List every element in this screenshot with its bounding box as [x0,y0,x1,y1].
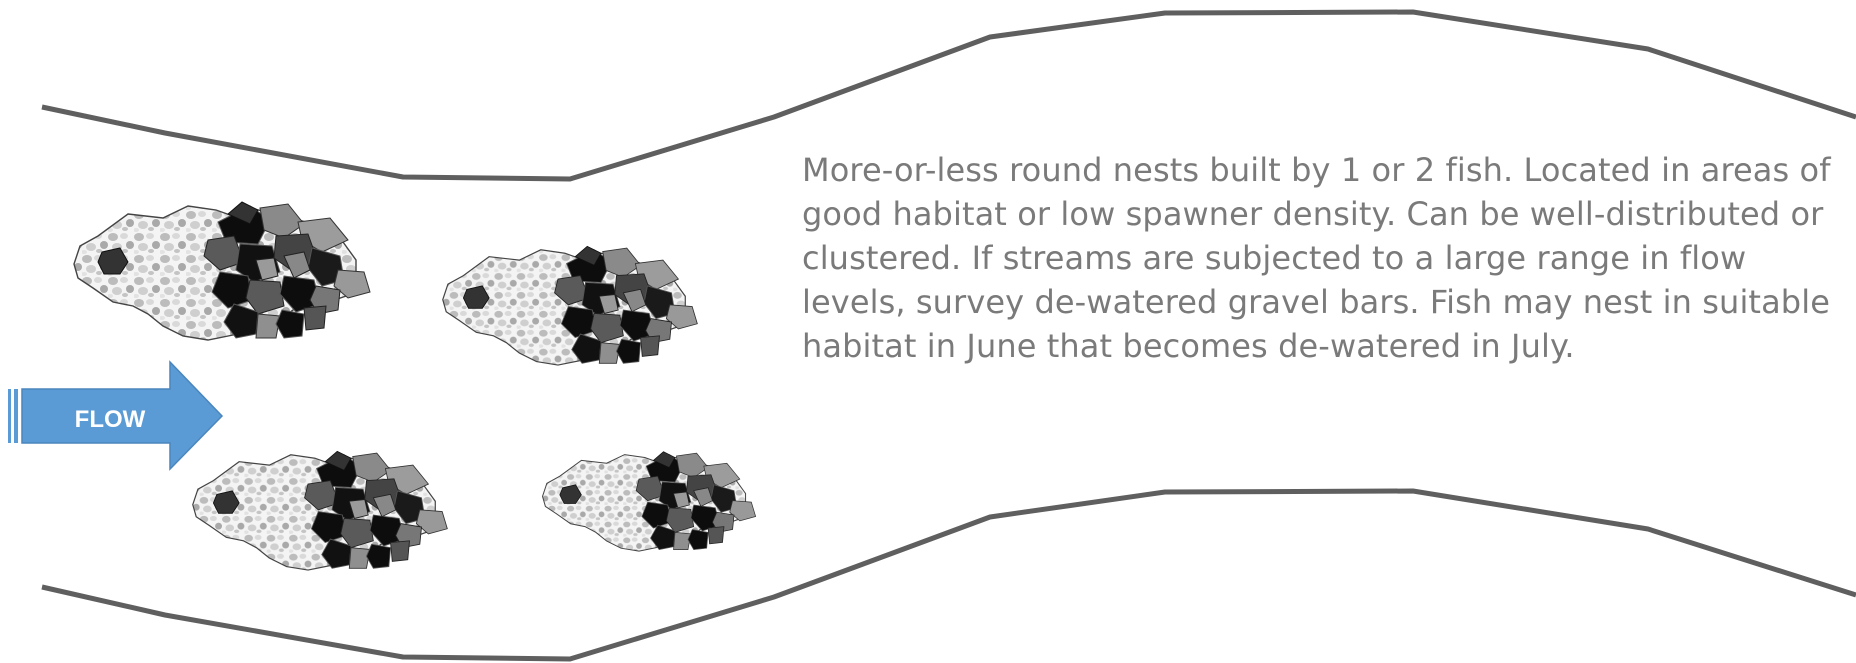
upper-stream-bank [41,9,1856,182]
redd-nest-4 [542,451,757,552]
flow-arrow: FLOW [8,360,224,471]
flow-arrow-stripe [14,389,18,443]
flow-arrow-stripe [8,389,11,443]
redd-nest-3 [192,450,448,571]
redd-nest-1 [73,201,371,341]
flow-label: FLOW [75,406,146,433]
lower-stream-bank [41,488,1856,662]
redd-nest-2 [442,245,698,366]
flow-arrow-body [21,360,224,471]
nest-description: More-or-less round nests built by 1 or 2… [802,151,1831,365]
